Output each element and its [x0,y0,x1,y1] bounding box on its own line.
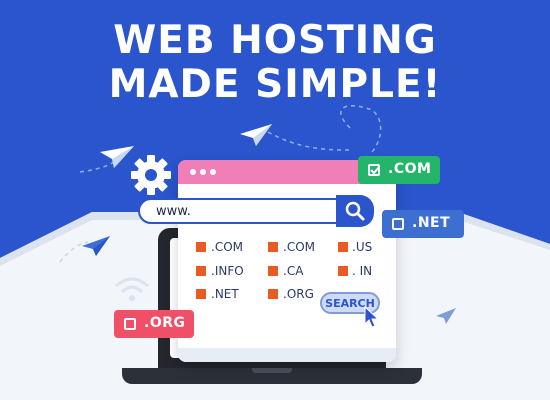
checkbox-icon [124,318,136,330]
domain-extension[interactable]: .US [352,240,373,254]
paper-plane-icon [436,308,456,324]
domain-extension[interactable]: .NET [211,287,239,301]
bullet-square [338,266,348,276]
headline-line-1: WEB HOSTING [113,18,437,63]
wifi-icon [115,277,149,301]
check-icon [370,166,380,175]
tag-com[interactable]: .COM [358,156,440,184]
window-dot [210,169,216,175]
paper-plane-icon [100,146,134,168]
window-dot [190,169,196,175]
domain-search-input[interactable]: www. [138,198,373,224]
search-button-label: SEARCH [325,297,375,310]
tag-net-label: .NET [412,215,451,231]
cursor-icon [364,306,380,328]
bullet-square [196,266,206,276]
tag-net[interactable]: .NET [382,210,464,238]
search-input-value: www. [156,204,191,219]
browser-window [178,160,396,362]
bullet-square [268,266,278,276]
laptop-base [122,368,422,384]
domain-extension[interactable]: .ORG [283,287,314,301]
paper-plane-icon [240,124,272,146]
gear-icon [131,155,171,195]
domain-extension[interactable]: .COM [283,240,315,254]
bullet-square [268,289,278,299]
paper-plane-icon [82,236,110,256]
bullet-square [196,289,206,299]
browser-footer [178,348,396,362]
tag-org-label: .ORG [144,315,186,331]
bullet-square [338,242,348,252]
checkbox-icon [392,218,404,230]
domain-extension[interactable]: .CA [283,264,304,278]
tag-com-label: .COM [388,161,432,177]
check-icon [368,164,380,176]
window-dot [200,169,206,175]
domain-extension[interactable]: .INFO [211,264,244,278]
domain-extension[interactable]: . IN [352,264,373,278]
search-submit-button[interactable] [336,195,374,227]
bullet-square [196,242,206,252]
magnifier-icon [345,201,365,221]
domain-extension[interactable]: .COM [211,240,243,254]
bullet-square [268,242,278,252]
headline-line-2: MADE SIMPLE! [108,62,442,107]
tag-org[interactable]: .ORG [114,310,194,338]
